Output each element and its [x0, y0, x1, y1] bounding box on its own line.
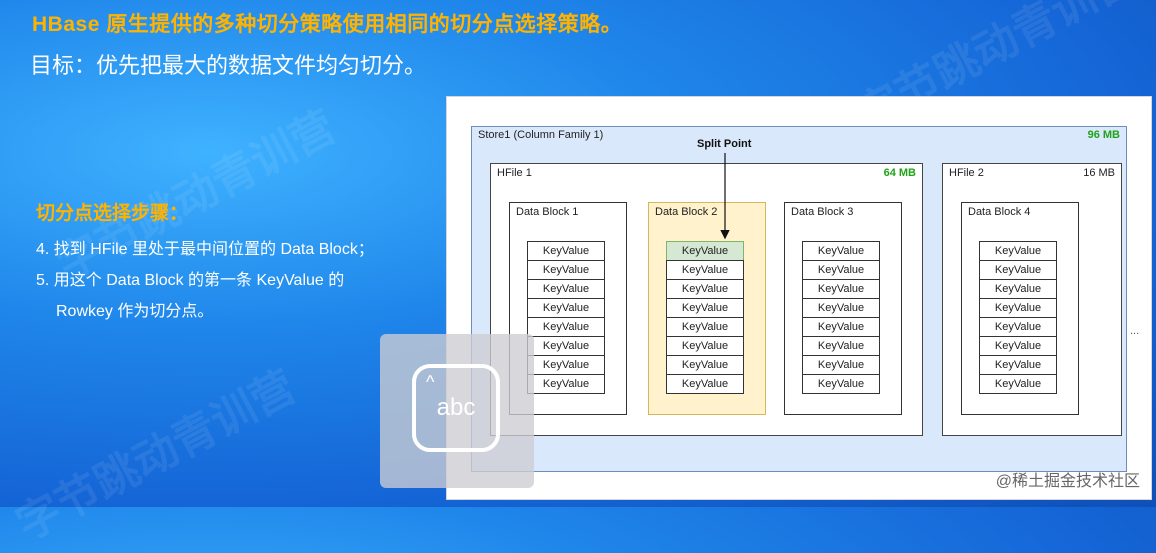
hfile-2: HFile 2 16 MB Data Block 4 KeyValue KeyV…: [942, 163, 1122, 436]
step-4: 4. 找到 HFile 里处于最中间位置的 Data Block；: [36, 241, 374, 258]
keyvalue: KeyValue: [802, 355, 880, 375]
store-size: 96 MB: [1087, 129, 1120, 141]
data-block-label: Data Block 4: [968, 206, 1031, 218]
text-input-overlay[interactable]: ^ abc: [380, 334, 534, 488]
keyvalue: KeyValue: [802, 336, 880, 356]
keyboard-abc-icon[interactable]: ^ abc: [412, 364, 500, 452]
keyvalue: KeyValue: [666, 374, 744, 394]
keyvalue: KeyValue: [527, 317, 605, 337]
store-label: Store1 (Column Family 1): [478, 129, 604, 141]
hfile-1: HFile 1 64 MB Data Block 1 KeyValue KeyV…: [490, 163, 923, 436]
slide-goal: 目标：优先把最大的数据文件均匀切分。: [30, 53, 427, 78]
keyvalue: KeyValue: [979, 355, 1057, 375]
hfile-label: HFile 1: [497, 167, 532, 179]
keyvalue: KeyValue: [527, 298, 605, 318]
abc-icon-text: abc: [436, 394, 476, 421]
store-container: Store1 (Column Family 1) 96 MB HFile 1 6…: [471, 126, 1139, 472]
keyvalue: KeyValue: [666, 317, 744, 337]
hfile-size: 16 MB: [1083, 167, 1115, 179]
keyvalue: KeyValue: [527, 260, 605, 280]
data-block-label: Data Block 1: [516, 206, 579, 218]
keyvalue: KeyValue: [802, 260, 880, 280]
keyvalue: KeyValue: [666, 260, 744, 280]
keyvalue: KeyValue: [979, 279, 1057, 299]
data-block-1: Data Block 1 KeyValue KeyValue KeyValue …: [509, 202, 627, 415]
hfile-label: HFile 2: [949, 167, 984, 179]
keyvalue: KeyValue: [979, 298, 1057, 318]
data-block-label: Data Block 3: [791, 206, 854, 218]
keyvalue: KeyValue: [666, 298, 744, 318]
keyvalue: KeyValue: [666, 355, 744, 375]
keyvalue: KeyValue: [527, 336, 605, 356]
data-block-4: Data Block 4 KeyValue KeyValue KeyValue …: [961, 202, 1079, 415]
split-point-diagram: Store1 (Column Family 1) 96 MB HFile 1 6…: [446, 96, 1152, 500]
keyvalue: KeyValue: [527, 374, 605, 394]
keyvalue: KeyValue: [979, 241, 1057, 261]
hfile-size: 64 MB: [883, 167, 916, 179]
data-block-2-middle: Data Block 2 KeyValue KeyValue KeyValue …: [648, 202, 766, 415]
step-5: 5. 用这个 Data Block 的第一条 KeyValue 的: [36, 272, 345, 289]
keyvalue: KeyValue: [979, 317, 1057, 337]
watermark: 字节跳动青训营: [48, 102, 344, 290]
keyvalue: KeyValue: [979, 374, 1057, 394]
slide-title: HBase 原生提供的多种切分策略使用相同的切分点选择策略。: [32, 13, 623, 36]
caret-icon: ^: [426, 372, 435, 392]
first-keyvalue-split: KeyValue: [666, 241, 744, 261]
keyvalue: KeyValue: [802, 374, 880, 394]
attribution: @稀土掘金技术社区: [995, 473, 1140, 490]
keyvalue: KeyValue: [802, 298, 880, 318]
keyvalue: KeyValue: [802, 279, 880, 299]
data-block-3: Data Block 3 KeyValue KeyValue KeyValue …: [784, 202, 902, 415]
watermark: 字节跳动青训营: [8, 362, 304, 550]
keyvalue: KeyValue: [527, 355, 605, 375]
keyvalue: KeyValue: [802, 317, 880, 337]
more-hfiles-ellipsis: ...: [1130, 325, 1140, 337]
split-point-label: Split Point: [697, 138, 752, 150]
data-block-label: Data Block 2: [655, 206, 718, 218]
steps-heading: 切分点选择步骤：: [36, 203, 189, 224]
keyvalue: KeyValue: [979, 336, 1057, 356]
step-5-continued: Rowkey 作为切分点。: [56, 303, 214, 320]
keyvalue: KeyValue: [666, 336, 744, 356]
keyvalue: KeyValue: [527, 279, 605, 299]
keyvalue: KeyValue: [802, 241, 880, 261]
keyvalue: KeyValue: [979, 260, 1057, 280]
keyvalue: KeyValue: [666, 279, 744, 299]
keyvalue: KeyValue: [527, 241, 605, 261]
